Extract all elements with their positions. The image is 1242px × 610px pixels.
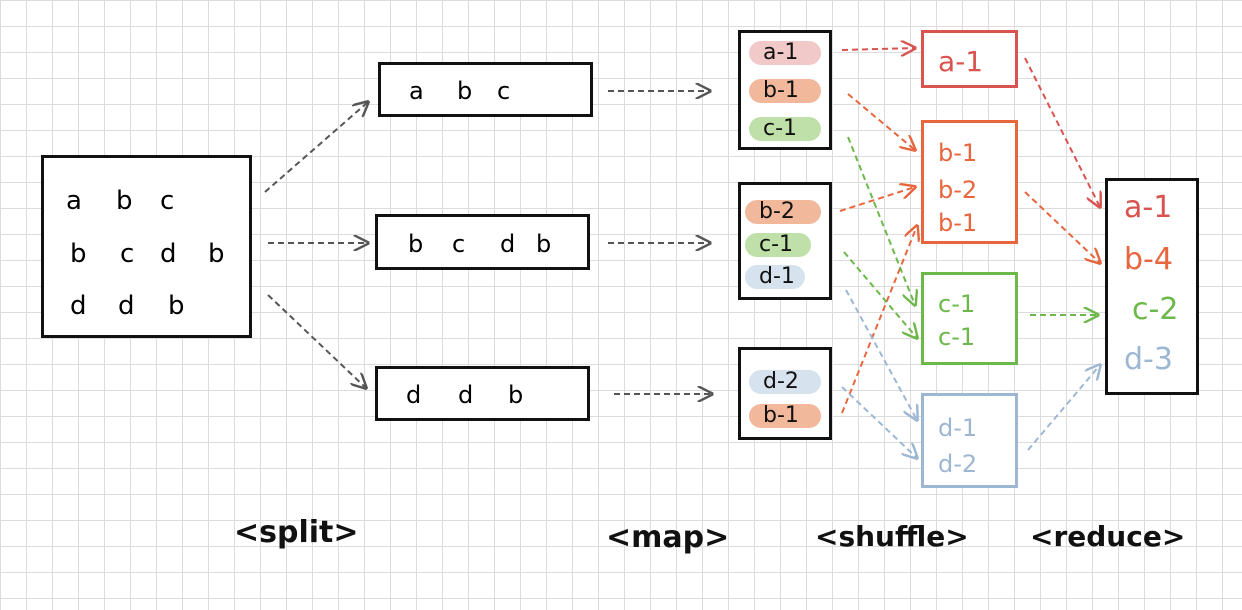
shuffle-item: c-1: [938, 323, 976, 351]
reduce-item: a-1: [1124, 190, 1173, 225]
input-token: c: [120, 239, 135, 269]
input-box: a b c b c d b d d b: [41, 155, 252, 338]
map-box-1: a-1 b-1 c-1: [738, 30, 832, 150]
split-token: b: [457, 77, 473, 105]
shuffle-arrow-b1: [847, 93, 915, 150]
shuffle-arrow-b3: [841, 226, 917, 414]
split-token: a: [409, 77, 424, 105]
split-token: b: [408, 230, 424, 258]
stage-label-map: <map>: [606, 520, 730, 555]
input-token: b: [208, 239, 225, 269]
split-box-2: b c d b: [375, 214, 590, 270]
input-token: b: [168, 291, 185, 321]
input-token: d: [160, 239, 177, 269]
map-box-2: b-2 c-1 d-1: [738, 182, 832, 300]
shuffle-arrow-d2: [841, 386, 917, 458]
split-arrow-1: [264, 102, 368, 193]
map-pair: d-2: [749, 370, 821, 394]
shuffle-item: b-1: [938, 209, 978, 237]
split-token: c: [452, 230, 466, 258]
shuffle-arrow-b2: [839, 187, 915, 212]
map-box-3: d-2 b-1: [738, 347, 832, 440]
split-token: d: [406, 381, 422, 409]
reduce-arrow-a: [1024, 57, 1100, 207]
shuffle-item: d-2: [938, 450, 978, 478]
reduce-box: a-1 b-4 c-2 d-3: [1105, 178, 1199, 395]
split-token: d: [458, 381, 474, 409]
shuffle-box-c: c-1 c-1: [921, 272, 1018, 365]
map-pair: b-2: [745, 200, 821, 224]
input-token: d: [118, 291, 135, 321]
shuffle-box-d: d-1 d-2: [921, 393, 1018, 488]
split-arrow-3: [267, 294, 366, 388]
shuffle-item: a-1: [938, 45, 984, 78]
shuffle-item: b-1: [938, 139, 978, 167]
shuffle-arrow-c2: [843, 251, 917, 338]
split-box-3: d d b: [375, 366, 590, 421]
input-token: c: [160, 186, 175, 216]
reduce-item: d-3: [1124, 342, 1173, 377]
split-token: d: [500, 230, 516, 258]
shuffle-item: d-1: [938, 414, 978, 442]
shuffle-item: c-1: [938, 290, 976, 318]
input-token: a: [66, 186, 82, 216]
split-token: b: [536, 230, 552, 258]
map-pair: b-1: [749, 79, 821, 103]
split-box-1: a b c: [378, 62, 593, 117]
shuffle-arrow-a: [841, 48, 915, 50]
split-token: b: [508, 381, 524, 409]
reduce-arrow-d: [1027, 365, 1100, 451]
reduce-arrow-b: [1024, 191, 1100, 263]
shuffle-box-a: a-1: [921, 30, 1018, 88]
map-pair: a-1: [749, 41, 821, 65]
stage-label-shuffle: <shuffle>: [815, 520, 969, 553]
reduce-item: b-4: [1124, 242, 1173, 277]
map-pair: c-1: [745, 233, 811, 257]
map-pair: c-1: [749, 117, 821, 141]
shuffle-arrow-d1: [845, 289, 917, 420]
input-token: b: [70, 239, 87, 269]
stage-label-reduce: <reduce>: [1030, 520, 1186, 553]
map-pair: b-1: [749, 404, 821, 428]
shuffle-arrow-c1: [847, 136, 915, 305]
input-token: b: [116, 186, 133, 216]
map-pair: d-1: [745, 265, 805, 289]
shuffle-box-b: b-1 b-2 b-1: [921, 120, 1018, 244]
input-token: d: [70, 291, 87, 321]
stage-label-split: <split>: [234, 515, 359, 550]
reduce-item: c-2: [1132, 292, 1179, 327]
shuffle-item: b-2: [938, 176, 978, 204]
split-token: c: [497, 77, 511, 105]
